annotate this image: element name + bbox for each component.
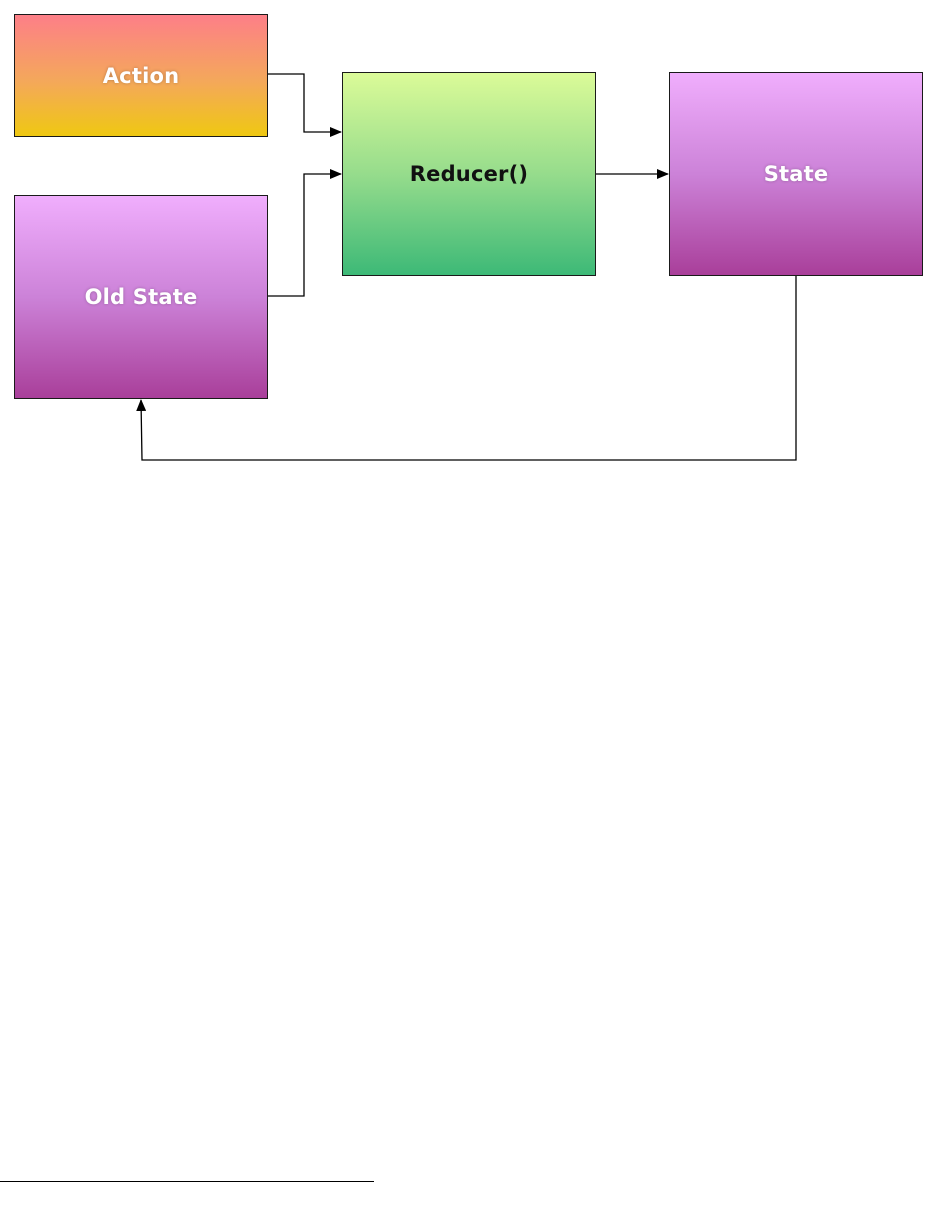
reducer-label: Reducer() <box>410 162 528 186</box>
state-label: State <box>764 162 829 186</box>
state-node: State <box>669 72 923 276</box>
edge-oldstate-to-reducer <box>268 174 341 296</box>
footnote-divider <box>0 1181 374 1182</box>
reducer-node: Reducer() <box>342 72 596 276</box>
old-state-label: Old State <box>85 285 198 309</box>
action-node: Action <box>14 14 268 137</box>
edge-action-to-reducer <box>268 74 341 132</box>
old-state-node: Old State <box>14 195 268 399</box>
action-label: Action <box>103 64 180 88</box>
